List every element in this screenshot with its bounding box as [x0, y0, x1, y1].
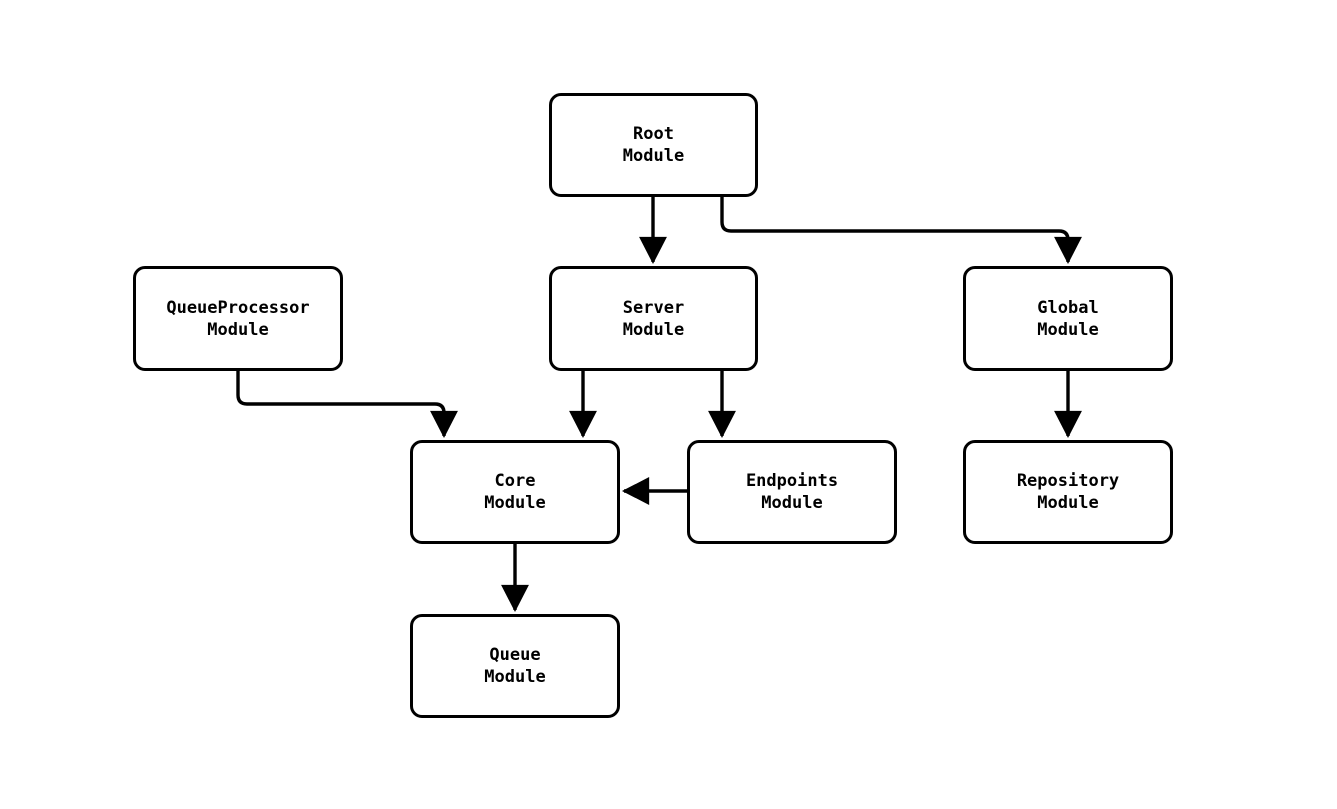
node-global-line2: Module	[1037, 319, 1099, 340]
node-queueprocessor[interactable]: QueueProcessor Module	[133, 266, 343, 371]
edge-queueprocessor-to-core	[236, 371, 458, 439]
node-endpoints[interactable]: Endpoints Module	[687, 440, 897, 544]
node-core-line1: Core	[494, 471, 536, 491]
node-queue-line1: Queue	[489, 645, 541, 665]
node-global[interactable]: Global Module	[963, 266, 1173, 371]
node-repository-line2: Module	[1037, 493, 1099, 513]
node-core-line2: Module	[484, 493, 546, 513]
node-root-line1: Root	[633, 124, 674, 144]
node-queueprocessor-line1: QueueProcessor	[166, 297, 310, 318]
node-queue-line2: Module	[484, 667, 546, 687]
edge-root-to-global	[720, 197, 1082, 265]
node-endpoints-line1: Endpoints	[745, 471, 839, 491]
node-endpoints-line2: Module	[761, 493, 823, 513]
node-core[interactable]: Core Module	[410, 440, 620, 544]
node-global-line1: Global	[1037, 297, 1099, 318]
node-root[interactable]: Root Module	[549, 93, 758, 197]
node-server[interactable]: Server Module	[549, 266, 758, 371]
node-repository-line1: Repository	[1016, 471, 1120, 491]
node-root-line2: Module	[622, 146, 685, 166]
node-queueprocessor-line2: Module	[207, 319, 269, 340]
node-queue[interactable]: Queue Module	[410, 614, 620, 718]
node-repository[interactable]: Repository Module	[963, 440, 1173, 544]
node-server-line2: Module	[622, 319, 685, 340]
node-server-line1: Server	[622, 297, 685, 318]
